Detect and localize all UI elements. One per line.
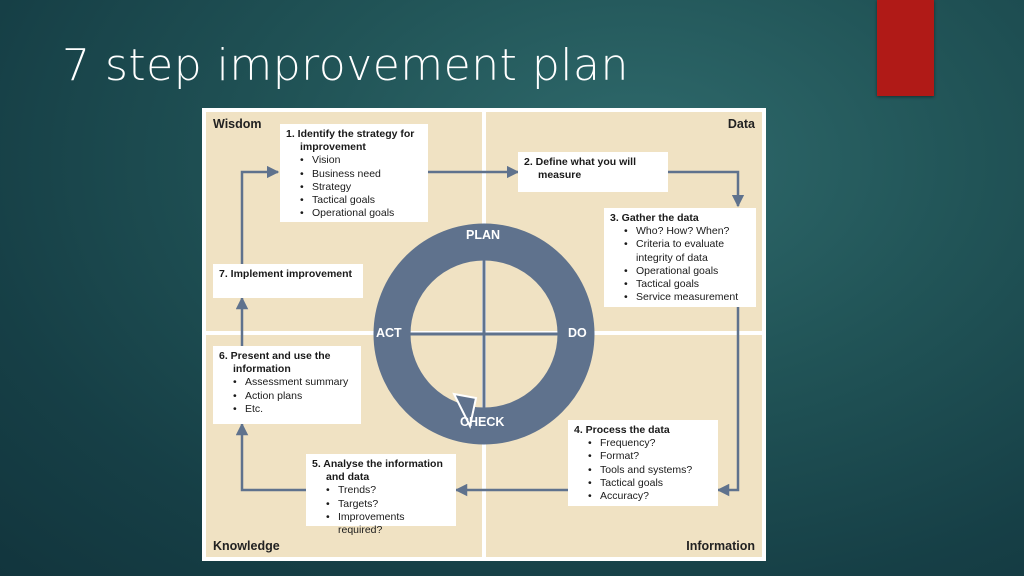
- step-5-item: Targets?: [326, 498, 450, 511]
- step-3-item: Service measurement: [624, 291, 750, 304]
- corner-label-knowledge: Knowledge: [213, 539, 280, 553]
- step-7-title: 7. Implement improvement: [219, 268, 353, 280]
- step-3-title: 3. Gather the data: [610, 212, 699, 224]
- arrow-7-to-1: [240, 165, 280, 264]
- step-1-box: 1. Identify the strategy for improvement…: [280, 124, 428, 222]
- step-6-item: Assessment summary: [233, 376, 355, 389]
- corner-label-information: Information: [686, 539, 755, 553]
- step-1-item: Strategy: [300, 181, 422, 194]
- corner-label-data: Data: [727, 117, 755, 131]
- cycle-label-plan: PLAN: [466, 228, 501, 242]
- step-3-item: Tactical goals: [624, 278, 750, 291]
- step-4-item: Tools and systems?: [588, 464, 712, 477]
- step-4-item: Tactical goals: [588, 477, 712, 490]
- step-3-item: Who? How? When?: [624, 225, 750, 238]
- step-4-item: Frequency?: [588, 437, 712, 450]
- step-6-item: Action plans: [233, 390, 355, 403]
- cycle-label-do: DO: [568, 326, 587, 340]
- step-1-item: Tactical goals: [300, 194, 422, 207]
- step-2-title: 2. Define what you will measure: [524, 156, 637, 182]
- step-6-box: 6. Present and use the information Asses…: [213, 346, 361, 424]
- arrow-5-to-6: [235, 422, 306, 492]
- flow-graphics: [235, 165, 745, 497]
- arrow-3-to-4: [716, 307, 740, 497]
- step-2-box: 2. Define what you will measure: [518, 152, 668, 192]
- step-3-item: Criteria to evaluate integrity of data: [624, 238, 750, 264]
- arrow-2-to-3: [668, 170, 745, 208]
- step-1-item: Vision: [300, 154, 422, 167]
- step-6-title: 6. Present and use the information: [219, 350, 331, 376]
- accent-rectangle: [877, 0, 934, 96]
- step-5-item: Trends?: [326, 484, 450, 497]
- slide-title: 7 step improvement plan: [62, 40, 629, 91]
- step-4-title: 4. Process the data: [574, 424, 670, 436]
- step-3-item: Operational goals: [624, 265, 750, 278]
- cycle-arrowhead: [452, 392, 478, 429]
- step-1-item: Business need: [300, 168, 422, 181]
- step-4-item: Format?: [588, 450, 712, 463]
- step-3-box: 3. Gather the data Who? How? When? Crite…: [604, 208, 756, 307]
- step-5-box: 5. Analyse the information and data Tren…: [306, 454, 456, 536]
- step-1-title: 1. Identify the strategy for improvement: [286, 128, 415, 154]
- step-4-item: Accuracy?: [588, 490, 712, 503]
- step-1-item: Operational goals: [300, 207, 422, 220]
- step-6-item: Etc.: [233, 403, 355, 416]
- pdca-ring: [373, 223, 595, 445]
- step-4-box: 4. Process the data Frequency? Format? T…: [568, 420, 718, 506]
- cycle-label-check: CHECK: [460, 415, 505, 429]
- step-5-item: Improvements required?: [326, 511, 450, 537]
- step-7-box: 7. Implement improvement: [213, 264, 363, 298]
- improvement-diagram: Wisdom Data Knowledge Information PLAN D…: [202, 108, 766, 561]
- step-5-title: 5. Analyse the information and data: [312, 458, 443, 484]
- cycle-label-act: ACT: [376, 326, 402, 340]
- corner-label-wisdom: Wisdom: [213, 117, 262, 131]
